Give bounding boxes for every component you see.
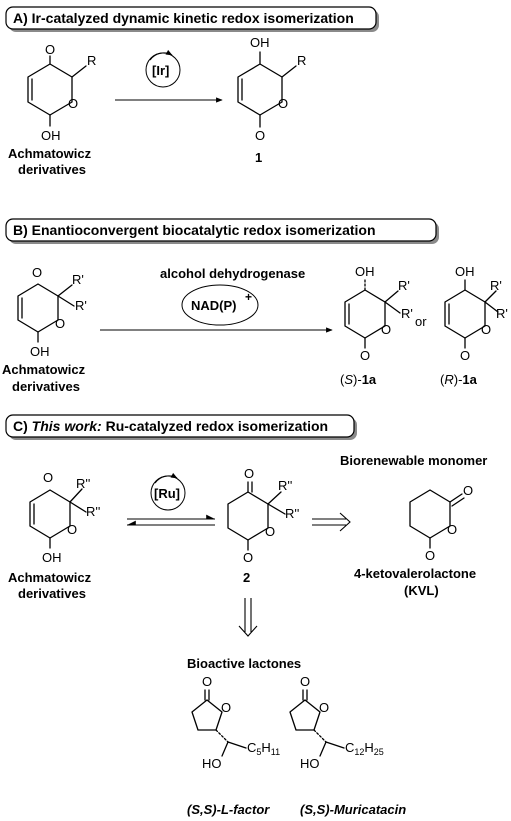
atom-o: O <box>463 483 473 498</box>
atom-oh: OH <box>355 264 375 279</box>
atom-carbonyl-o: O <box>255 128 265 143</box>
achmatowicz-label-a2: derivatives <box>18 162 86 177</box>
product-s-1a-structure: OH R' R' O O (S)-1a <box>340 264 413 387</box>
atom-ring-o: O <box>481 322 491 337</box>
atom-r2: R'' <box>76 476 90 491</box>
l-factor-label: (S,S)-L-factor <box>187 802 270 817</box>
achmatowicz-label-a1: Achmatowicz <box>8 146 92 161</box>
atom-o: O <box>244 466 254 481</box>
atom-carbonyl-o: O <box>425 548 435 563</box>
atom-ring-o: O <box>278 96 288 111</box>
kvl-abbrev-label: (KVL) <box>404 583 439 598</box>
atom-oh: OH <box>455 264 475 279</box>
achmatowicz-label-b2: derivatives <box>12 379 80 394</box>
atom-ho: HO <box>300 756 320 771</box>
panel-a-title: A) Ir-catalyzed dynamic kinetic redox is… <box>13 10 354 26</box>
achmatowicz-label-c2: derivatives <box>18 586 86 601</box>
atom-oh: OH <box>42 550 62 565</box>
product-1-structure: OH R O O 1 <box>237 35 306 165</box>
achmatowicz-structure-b: O R' R' O OH Achmatowicz derivatives <box>2 265 87 394</box>
product-r-1a-structure: OH R' R' O O (R)-1a <box>440 264 508 387</box>
muricatacin-label: (S,S)-Muricatacin <box>300 802 406 817</box>
panel-b-title: B) Enantioconvergent biocatalytic redox … <box>13 222 376 238</box>
atom-ho: HO <box>202 756 222 771</box>
ru-catalyst: [Ru] <box>150 472 186 511</box>
compound-2-label: 2 <box>243 570 250 585</box>
panel-c-title: C) This work: Ru-catalyzed redox isomeri… <box>13 418 328 434</box>
atom-oh: OH <box>41 128 61 143</box>
atom-o: O <box>300 674 310 689</box>
atom-ring-o: O <box>68 96 78 111</box>
atom-r1: R' <box>398 278 410 293</box>
atom-r1: R' <box>496 306 508 321</box>
panel-a: A) Ir-catalyzed dynamic kinetic redox is… <box>5 6 379 177</box>
atom-o: O <box>202 674 212 689</box>
atom-o: O <box>43 470 53 485</box>
ru-catalyst-label: [Ru] <box>154 486 180 501</box>
kvl-structure: O O O 4-ketovalerolactone (KVL) <box>354 483 476 598</box>
compound-1-label: 1 <box>255 150 262 165</box>
atom-ring-o: O <box>319 700 329 715</box>
achmatowicz-structure-c: O R'' R'' O OH Achmatowicz derivatives <box>8 470 100 601</box>
achmatowicz-structure-a: O R O OH Achmatowicz derivatives <box>8 42 96 177</box>
bioactive-lactones-label: Bioactive lactones <box>187 656 301 671</box>
atom-ring-o: O <box>221 700 231 715</box>
or-label: or <box>415 314 427 329</box>
atom-ring-o: O <box>265 524 275 539</box>
atom-r1: R' <box>72 272 84 287</box>
product-2-structure: O R'' R'' O O 2 <box>227 466 299 585</box>
kvl-name-label: 4-ketovalerolactone <box>354 566 476 581</box>
l-factor-structure: O O HO C5H11 (S,S)-L-factor <box>187 674 280 817</box>
achmatowicz-label-b1: Achmatowicz <box>2 362 86 377</box>
nadp-label: NAD(P) <box>191 298 237 313</box>
nadp-cofactor: NAD(P) + <box>181 284 259 326</box>
atom-carbonyl-o: O <box>460 348 470 363</box>
atom-r: R <box>297 53 306 68</box>
atom-r1: R' <box>401 306 413 321</box>
ir-catalyst: [Ir] <box>145 49 181 88</box>
compound-r-1a-label: (R)-1a <box>440 372 478 387</box>
atom-carbonyl-o: O <box>243 550 253 565</box>
atom-r2: R'' <box>285 506 299 521</box>
atom-c12h25: C12H25 <box>345 740 384 757</box>
alcohol-dehydrogenase-label: alcohol dehydrogenase <box>160 266 305 281</box>
panel-a-title-box: A) Ir-catalyzed dynamic kinetic redox is… <box>5 6 379 32</box>
atom-carbonyl-o: O <box>360 348 370 363</box>
atom-c5h11: C5H11 <box>247 740 280 757</box>
panel-b: B) Enantioconvergent biocatalytic redox … <box>2 218 508 394</box>
panel-c-title-box: C) This work: Ru-catalyzed redox isomeri… <box>5 414 357 440</box>
atom-o: O <box>45 42 55 57</box>
retro-arrow-down <box>238 598 258 637</box>
atom-o: O <box>32 265 42 280</box>
biorenewable-monomer-label: Biorenewable monomer <box>340 453 487 468</box>
atom-ring-o: O <box>67 522 77 537</box>
atom-r: R <box>87 53 96 68</box>
atom-r2: R'' <box>278 478 292 493</box>
nadp-charge: + <box>245 290 252 304</box>
panel-b-title-box: B) Enantioconvergent biocatalytic redox … <box>5 218 439 244</box>
atom-ring-o: O <box>55 316 65 331</box>
panel-c: C) This work: Ru-catalyzed redox isomeri… <box>5 414 487 817</box>
retro-arrow-right <box>312 512 351 532</box>
compound-s-1a-label: (S)-1a <box>340 372 377 387</box>
ir-catalyst-label: [Ir] <box>152 63 169 78</box>
atom-r2: R'' <box>86 504 100 519</box>
muricatacin-structure: O O HO C12H25 (S,S)-Muricatacin <box>289 674 406 817</box>
atom-r1: R' <box>75 298 87 313</box>
atom-r1: R' <box>490 278 502 293</box>
atom-oh: OH <box>250 35 270 50</box>
atom-oh: OH <box>30 344 50 359</box>
achmatowicz-label-c1: Achmatowicz <box>8 570 92 585</box>
atom-ring-o: O <box>381 322 391 337</box>
atom-ring-o: O <box>447 522 457 537</box>
